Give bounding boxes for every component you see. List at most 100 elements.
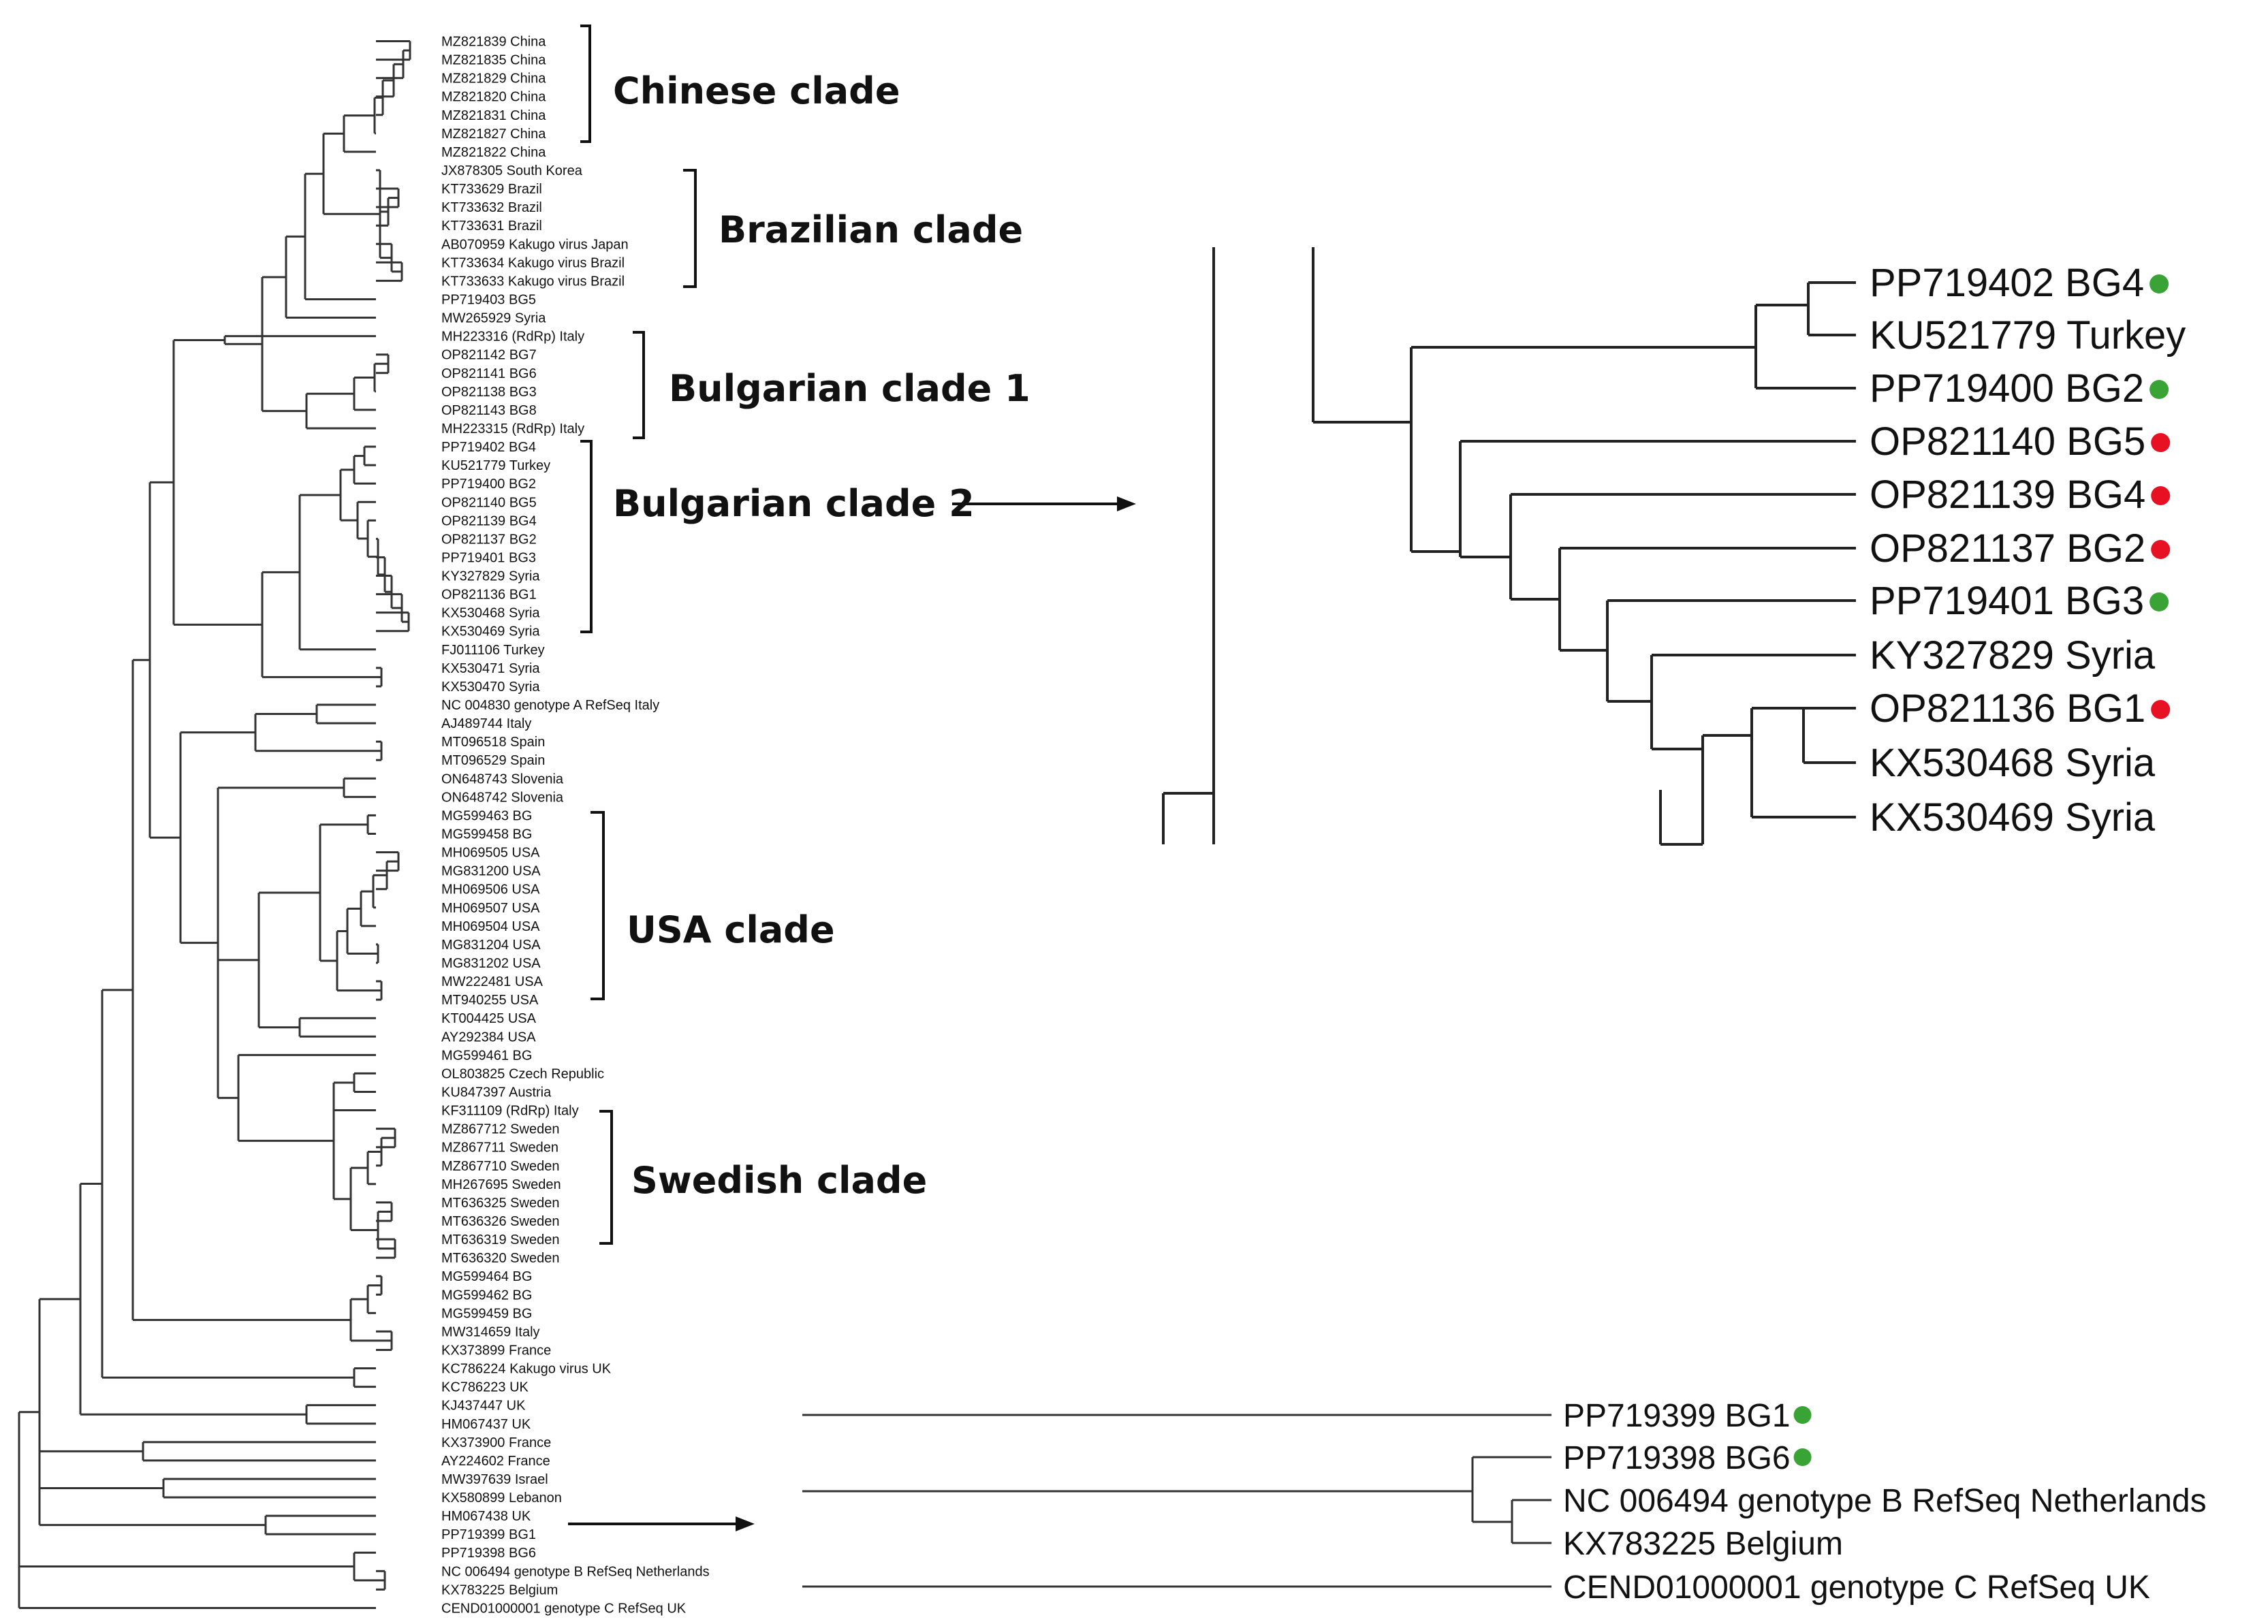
main-leaf-label: OL803825 Czech Republic xyxy=(441,1066,604,1081)
clade-bracket-bulgarian-2 xyxy=(580,440,593,633)
sample-marker-dot xyxy=(2149,592,2169,611)
zoom-upper-leaf-label: KU521779 Turkey xyxy=(1870,313,2186,357)
main-leaf-label: KX580899 Lebanon xyxy=(441,1491,562,1506)
main-leaf-label: MG831200 USA xyxy=(441,864,541,879)
main-leaf-label: MG599459 BG xyxy=(441,1306,532,1321)
main-leaf-label: KT004425 USA xyxy=(441,1011,537,1026)
sample-marker-dot xyxy=(2151,433,2171,452)
main-leaf-label: MH069506 USA xyxy=(441,882,540,897)
main-leaf-label: MG599458 BG xyxy=(441,827,532,842)
zoom-arrow-lower xyxy=(568,1516,755,1531)
zoom-upper-leaf-label: OP821136 BG1 xyxy=(1870,686,2145,731)
main-leaf-label: MT636319 Sweden xyxy=(441,1232,559,1247)
main-leaf-label: KX373900 France xyxy=(441,1435,551,1450)
main-leaf-label: OP821143 BG8 xyxy=(441,403,537,418)
zoom-upper-left-lines xyxy=(1162,247,1411,844)
main-leaf-label: KF311109 (RdRp) Italy xyxy=(441,1104,579,1119)
clade-swedish: Swedish clade xyxy=(599,1110,927,1245)
main-leaf-label: MH223315 (RdRp) Italy xyxy=(441,421,584,436)
main-leaf-label: OP821140 BG5 xyxy=(441,495,537,510)
main-leaf-label: MG599464 BG xyxy=(441,1269,532,1284)
clade-bulgarian-1: Bulgarian clade 1 xyxy=(633,331,1030,439)
clade-bracket-usa xyxy=(590,811,605,1000)
main-leaf-label: ON648743 Slovenia xyxy=(441,771,564,786)
main-leaf-label: MW222481 USA xyxy=(441,974,544,989)
clade-label-bulgarian-1: Bulgarian clade 1 xyxy=(669,367,1030,410)
main-leaf-label: MG599462 BG xyxy=(441,1288,532,1303)
main-leaf-label: KJ437447 UK xyxy=(441,1399,526,1414)
clade-label-bulgarian-2: Bulgarian clade 2 xyxy=(613,482,975,525)
zoom-upper-leaf-label: PP719402 BG4 xyxy=(1870,261,2144,305)
main-leaf-label: MT636326 Sweden xyxy=(441,1214,559,1229)
main-leaf-label: KT733632 Brazil xyxy=(441,200,542,215)
main-leaf-label: ON648742 Slovenia xyxy=(441,790,564,805)
main-leaf-label: MZ821831 China xyxy=(441,108,546,123)
main-leaf-label: MZ821822 China xyxy=(441,145,546,160)
main-leaf-label: MG599461 BG xyxy=(441,1048,532,1063)
clade-label-usa: USA clade xyxy=(627,908,835,951)
main-leaf-label: MT096529 Spain xyxy=(441,753,545,768)
clade-bracket-swedish xyxy=(599,1110,613,1245)
main-leaf-label: AY292384 USA xyxy=(441,1030,536,1045)
main-leaf-label: JX878305 South Korea xyxy=(441,163,583,178)
main-leaf-label: AJ489744 Italy xyxy=(441,716,531,731)
sample-marker-dot xyxy=(1793,1406,1812,1424)
zoom-upper-leaf-label: PP719401 BG3 xyxy=(1870,579,2144,623)
main-leaf-label: KY327829 Syria xyxy=(441,569,540,584)
zoom-upper-branches xyxy=(1410,281,1856,846)
sample-marker-dot xyxy=(2149,274,2169,293)
main-leaf-label: NC 006494 genotype B RefSeq Netherlands xyxy=(441,1564,710,1579)
main-leaf-label: AY224602 France xyxy=(441,1454,550,1469)
main-leaf-label: MW314659 Italy xyxy=(441,1324,540,1339)
main-leaf-label: AB070959 Kakugo virus Japan xyxy=(441,237,629,252)
main-leaf-label: MG831204 USA xyxy=(441,938,541,953)
zoom-lower-branches xyxy=(802,1414,1552,1588)
main-leaf-label: MG599463 BG xyxy=(441,808,532,823)
main-leaf-label: KT733631 Brazil xyxy=(441,219,542,234)
clade-bracket-brazilian xyxy=(683,169,697,288)
main-leaf-label: KC786224 Kakugo virus UK xyxy=(441,1362,612,1377)
zoom-upper-leaf-label: OP821137 BG2 xyxy=(1870,526,2145,571)
zoom-upper-leaf-label: PP719400 BG2 xyxy=(1870,366,2144,411)
main-leaf-label: MT940255 USA xyxy=(441,993,539,1008)
main-leaf-label: MW397639 Israel xyxy=(441,1472,548,1487)
main-leaf-label: MZ867710 Sweden xyxy=(441,1159,559,1174)
main-leaf-label: PP719398 BG6 xyxy=(441,1546,536,1561)
main-leaf-label: MZ821827 China xyxy=(441,127,546,142)
main-leaf-label: PP719402 BG4 xyxy=(441,440,536,455)
zoom-lower-leaf-label: PP719399 BG1 xyxy=(1563,1398,1791,1434)
main-leaf-label: MH069504 USA xyxy=(441,919,540,934)
main-leaf-label: OP821138 BG3 xyxy=(441,385,537,400)
clade-chinese: Chinese clade xyxy=(580,25,900,143)
zoom-lower-leaf-label: CEND01000001 genotype C RefSeq UK xyxy=(1563,1570,2150,1606)
main-leaf-label: PP719403 BG5 xyxy=(441,292,536,307)
main-leaf-label: MW265929 Syria xyxy=(441,311,546,326)
main-leaf-label: OP821139 BG4 xyxy=(441,513,537,528)
zoom-upper-leaf-label: KX530469 Syria xyxy=(1870,795,2156,840)
main-leaf-label: FJ011106 Turkey xyxy=(441,643,545,658)
zoom-upper-leaf-label: OP821139 BG4 xyxy=(1870,473,2145,517)
arrow-head xyxy=(736,1516,755,1531)
main-leaf-label: MH223316 (RdRp) Italy xyxy=(441,330,584,345)
main-leaf-label: MZ867712 Sweden xyxy=(441,1122,559,1137)
clade-label-brazilian: Brazilian clade xyxy=(719,208,1023,251)
main-leaf-label: MZ821835 China xyxy=(441,53,546,68)
main-leaf-label: MZ867711 Sweden xyxy=(441,1141,558,1156)
main-leaf-label: OP821136 BG1 xyxy=(441,588,537,603)
zoom-arrow-upper xyxy=(952,496,1136,511)
main-tree-branches xyxy=(18,40,411,1609)
main-leaf-label: OP821137 BG2 xyxy=(441,532,537,547)
sample-marker-dot xyxy=(1793,1448,1812,1466)
main-leaf-label: MT096518 Spain xyxy=(441,735,545,750)
main-leaf-label: PP719399 BG1 xyxy=(441,1527,536,1542)
clade-bracket-bulgarian-1 xyxy=(633,331,645,439)
main-leaf-label: MT636325 Sweden xyxy=(441,1196,559,1211)
sample-marker-dot xyxy=(2151,486,2171,505)
clade-bulgarian-2: Bulgarian clade 2 xyxy=(580,440,975,633)
